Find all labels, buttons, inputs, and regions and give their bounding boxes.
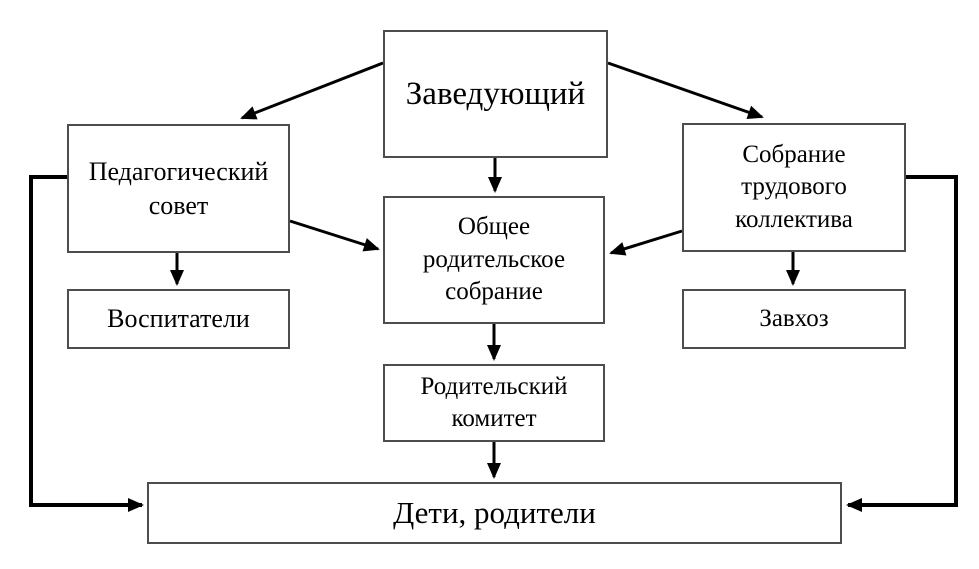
edge-ped-council-to-children-parents: [29, 175, 144, 512]
edge-staff-meeting-to-children-parents: [846, 175, 958, 512]
node-supply-manager: Завхоз: [682, 289, 906, 349]
node-label: Дети, родители: [393, 494, 596, 530]
node-parents-committee: Родительский комитет: [383, 364, 605, 442]
node-head-of-kindergarten: Заведующий: [383, 30, 608, 158]
edge-head-to-staff-meeting: [607, 61, 764, 119]
node-label: Собрание трудового коллектива: [735, 140, 853, 233]
node-general-parents-meeting: Общее родительское собрание: [383, 196, 605, 324]
node-staff-collective-meeting: Собрание трудового коллектива: [682, 123, 906, 252]
node-pedagogical-council: Педагогический совет: [67, 124, 290, 253]
node-label: Завхоз: [759, 304, 829, 332]
node-label: Родительский комитет: [420, 372, 568, 433]
node-label: Общее родительское собрание: [422, 213, 566, 306]
edge-staff-meeting-to-parents-meeting: [609, 229, 683, 256]
edge-ped-council-to-parents-meeting: [289, 219, 380, 252]
node-label: Педагогический совет: [88, 156, 269, 220]
edge-head-to-ped-council: [240, 61, 384, 120]
node-label: Воспитатели: [107, 304, 250, 334]
node-children-and-parents: Дети, родители: [147, 482, 842, 544]
node-educators: Воспитатели: [67, 289, 290, 349]
node-label: Заведующий: [405, 75, 586, 112]
